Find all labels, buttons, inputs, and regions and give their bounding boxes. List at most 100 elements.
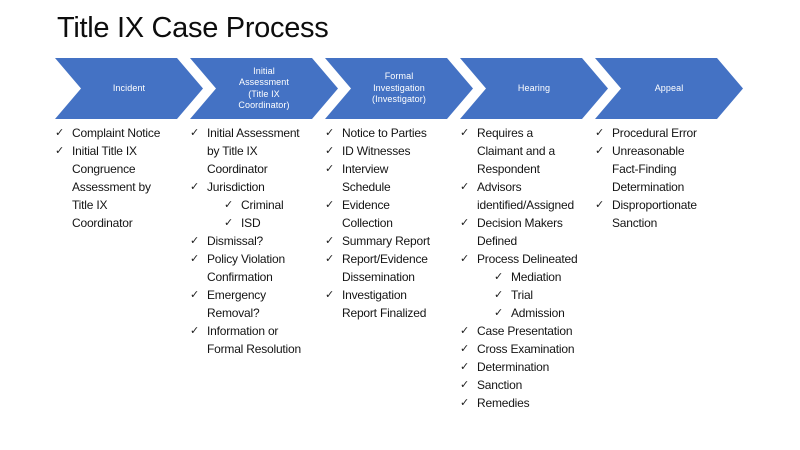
- check-icon: ✓: [190, 181, 200, 193]
- checklist-item-text: Admission: [511, 306, 565, 320]
- checklist-item: ✓Information or Formal Resolution: [190, 322, 336, 358]
- checklist-item: ✓ Policy Violation Confirmation: [190, 250, 336, 286]
- check-icon: ✓: [494, 289, 504, 301]
- checklist-item-text: Unreasonable Fact-Finding Determination: [612, 144, 685, 194]
- chevron-formal-investigation-investigator: Formal Investigation (Investigator): [325, 58, 473, 119]
- checklist-item-text: Emergency Removal?: [207, 288, 266, 320]
- checklist-item: ✓Complaint Notice: [55, 124, 201, 142]
- check-icon: ✓: [460, 181, 470, 193]
- chevron-hearing: Hearing: [460, 58, 608, 119]
- checklist-item: ✓ Mediation: [494, 268, 606, 286]
- checklist-item: ✓ Process Delineated: [460, 250, 606, 268]
- check-icon: ✓: [325, 145, 335, 157]
- chevron-label: Appeal: [654, 82, 684, 93]
- check-icon: ✓: [595, 145, 605, 157]
- checklist-item-text: Trial: [511, 288, 533, 302]
- checklist-item-text: Process Delineated: [477, 252, 578, 266]
- checklist-item-text: Decision Makers Defined: [477, 216, 563, 248]
- checklist-item-text: Cross Examination: [477, 342, 575, 356]
- checklist-item: ✓Criminal: [224, 196, 336, 214]
- checklist-item-text: Dismissal?: [207, 234, 264, 248]
- checklist-item-text: ISD: [241, 216, 261, 230]
- checklist-item: ✓ Remedies: [460, 394, 606, 412]
- checklist-item: ✓ Dismissal?: [190, 232, 336, 250]
- checklist-item: ✓ Cross Examination: [460, 340, 606, 358]
- check-icon: ✓: [460, 397, 470, 409]
- checklist-item-text: Sanction: [477, 378, 523, 392]
- check-icon: ✓: [460, 325, 470, 337]
- chevron-label: Hearing: [517, 82, 551, 93]
- check-icon: ✓: [325, 199, 335, 211]
- checklist-item-text: Disproportionate Sanction: [612, 198, 697, 230]
- check-icon: ✓: [325, 253, 335, 265]
- check-icon: ✓: [325, 235, 335, 247]
- check-icon: ✓: [55, 127, 65, 139]
- checklist-item-text: Information or Formal Resolution: [207, 324, 301, 356]
- checklist-item: ✓ Summary Report: [325, 232, 471, 250]
- checklist-item: ✓ Investigation Report Finalized: [325, 286, 471, 322]
- checklist-item-text: Requires a Claimant and a Respondent: [477, 126, 555, 176]
- checklist-item: ✓ Report/Evidence Dissemination: [325, 250, 471, 286]
- checklist-item: ✓ Interview Schedule: [325, 160, 471, 196]
- check-icon: ✓: [190, 127, 200, 139]
- check-icon: ✓: [325, 127, 335, 139]
- checklist-item-text: Advisors identified/Assigned: [477, 180, 574, 212]
- checklist-item: ✓ Initial Assessment by Title IX Coordina…: [190, 124, 336, 178]
- check-icon: ✓: [595, 127, 605, 139]
- checklist-item: ✓ Disproportionate Sanction: [595, 196, 741, 232]
- checklist-item: ✓ Requires a Claimant and a Respondent: [460, 124, 606, 178]
- checklist-item-text: Procedural Error: [612, 126, 697, 140]
- checklist-item: ✓ Decision Makers Defined: [460, 214, 606, 250]
- check-icon: ✓: [325, 163, 335, 175]
- checklist-item: ✓ Trial: [494, 286, 606, 304]
- process-columns: ✓Complaint Notice✓Initial Title IX Congr…: [0, 124, 800, 424]
- checklist-item-text: Notice to Parties: [342, 126, 427, 140]
- checklist-item: ✓ Notice to Parties: [325, 124, 471, 142]
- checklist-item-text: Interview Schedule: [342, 162, 391, 194]
- checklist-item-text: Initial Title IX Congruence Assessment b…: [72, 144, 151, 230]
- process-chevrons: Incident Initial Assessment (Title IX Coo…: [0, 58, 800, 119]
- checklist-item: ✓ Sanction: [460, 376, 606, 394]
- checklist-initial-assessment-title-ix-coordinator: ✓ Initial Assessment by Title IX Coordina…: [190, 124, 336, 358]
- check-icon: ✓: [494, 307, 504, 319]
- check-icon: ✓: [494, 271, 504, 283]
- checklist-item-text: Policy Violation Confirmation: [207, 252, 285, 284]
- checklist-hearing: ✓ Requires a Claimant and a Respondent ✓ Ad…: [460, 124, 606, 412]
- checklist-item: ✓ Jurisdiction: [190, 178, 336, 196]
- checklist-item-text: Initial Assessment by Title IX Coordinat…: [207, 126, 300, 176]
- chevron-label: Initial Assessment (Title IX Coordinator…: [238, 65, 290, 111]
- checklist-item-text: Jurisdiction: [207, 180, 265, 194]
- checklist-item-text: Evidence Collection: [342, 198, 393, 230]
- checklist-item-text: Determination: [477, 360, 550, 374]
- checklist-item-text: Remedies: [477, 396, 530, 410]
- checklist-item-text: Case Presentation: [477, 324, 573, 338]
- checklist-item: ✓ Emergency Removal?: [190, 286, 336, 322]
- check-icon: ✓: [224, 217, 234, 229]
- checklist-item-text: Mediation: [511, 270, 562, 284]
- checklist-item-text: Report/Evidence Dissemination: [342, 252, 428, 284]
- checklist-item: ✓Determination: [460, 358, 606, 376]
- check-icon: ✓: [460, 379, 470, 391]
- check-icon: ✓: [55, 145, 65, 157]
- check-icon: ✓: [595, 199, 605, 211]
- chevron-label: Formal Investigation (Investigator): [372, 71, 426, 105]
- chevron-initial-assessment-title-ix-coordinator: Initial Assessment (Title IX Coordinator…: [190, 58, 338, 119]
- check-icon: ✓: [224, 199, 234, 211]
- check-icon: ✓: [460, 253, 470, 265]
- checklist-item: ✓ Advisors identified/Assigned: [460, 178, 606, 214]
- checklist-appeal: ✓ Procedural Error ✓ Unreasonable Fact-Find…: [595, 124, 741, 232]
- check-icon: ✓: [190, 289, 200, 301]
- checklist-item-text: Investigation Report Finalized: [342, 288, 427, 320]
- chevron-incident: Incident: [55, 58, 203, 119]
- chevron-label: Incident: [112, 82, 146, 93]
- checklist-item: ✓ Admission: [494, 304, 606, 322]
- checklist-item: ✓ Evidence Collection: [325, 196, 471, 232]
- check-icon: ✓: [460, 217, 470, 229]
- checklist-item-text: Summary Report: [342, 234, 430, 248]
- check-icon: ✓: [460, 343, 470, 355]
- checklist-item-text: ID Witnesses: [342, 144, 411, 158]
- check-icon: ✓: [325, 289, 335, 301]
- check-icon: ✓: [190, 253, 200, 265]
- chevron-appeal: Appeal: [595, 58, 743, 119]
